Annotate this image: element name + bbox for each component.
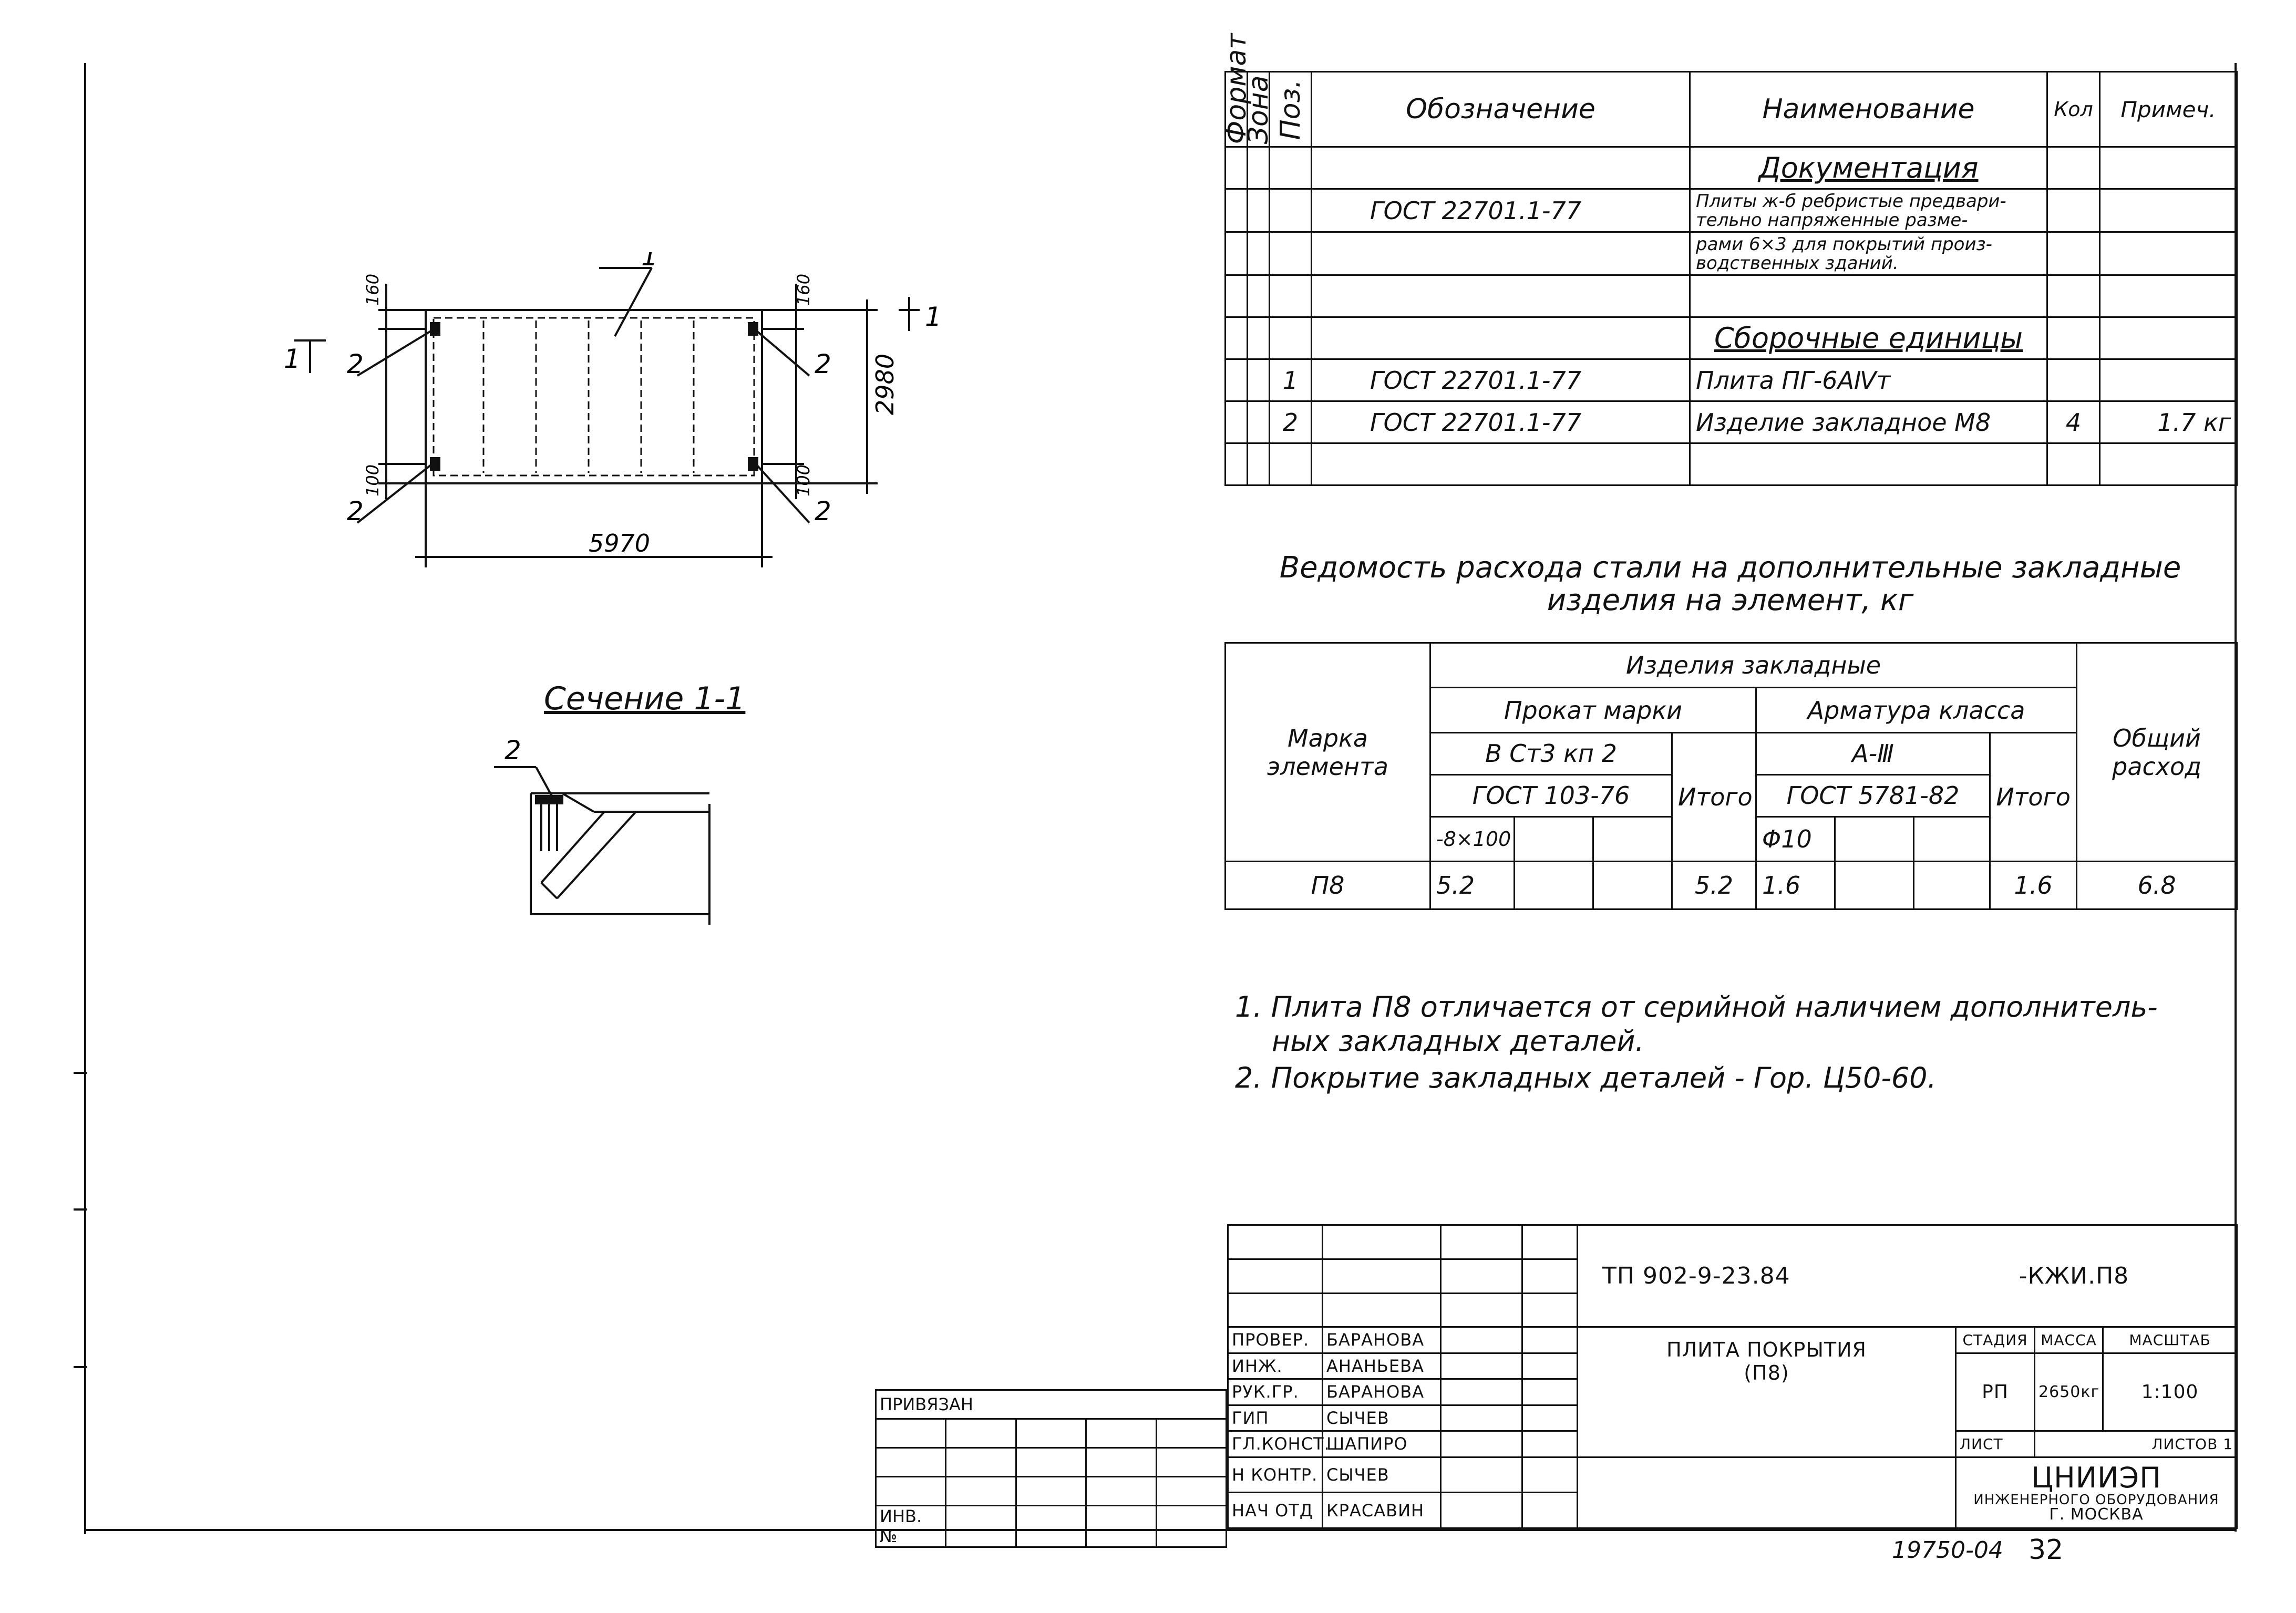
svg-text:100: 100 (794, 464, 814, 497)
col-pos: Поз. (1269, 71, 1312, 147)
specification-table: Формат Зона Поз. Обозначение Наименовани… (1221, 33, 2238, 487)
col-qty: Кол (2046, 70, 2101, 148)
col-mark: Марка элемента (1224, 642, 1431, 863)
table-row: 2 ГОСТ 22701.1-77 Изделие закладное М8 4… (1224, 400, 2238, 444)
svg-text:2: 2 (347, 496, 364, 526)
note-2: 2. Покрытие закладных деталей - Гор. Ц50… (1235, 1061, 1937, 1094)
edge-tick (74, 1208, 87, 1211)
svg-text:2: 2 (504, 735, 521, 766)
steel-title: Ведомость расхода стали на дополнительны… (1279, 551, 2181, 617)
svg-text:2: 2 (347, 349, 364, 379)
section-drawing: 2 (494, 735, 711, 925)
table-row: 1 ГОСТ 22701.1-77 Плита ПГ-6АⅣт (1224, 358, 2238, 402)
plan-drawing: 5970 2980 160 100 160 100 2 2 2 2 1 1 1 (284, 252, 942, 567)
svg-text:160: 160 (794, 274, 814, 306)
col-name: Наименование (1689, 70, 2048, 148)
svg-text:2980: 2980 (871, 354, 899, 415)
section-docs: Документация (1689, 146, 2048, 190)
section-title: Сечение 1-1 (544, 680, 746, 717)
table-row (1224, 274, 2238, 318)
table-row: Сборочные единицы (1224, 316, 2238, 360)
edge-tick (74, 1366, 87, 1368)
svg-text:100: 100 (363, 464, 383, 497)
note-1-cont: ных закладных деталей. (1272, 1025, 1644, 1058)
table-row: ГОСТ 22701.1-77 Плиты ж-б ребристые пред… (1224, 188, 2238, 233)
note-1: 1. Плита П8 отличается от серийной налич… (1235, 990, 2158, 1023)
edge-tick (74, 1072, 87, 1074)
col-products: Изделия закладные (1429, 642, 2078, 689)
section-units: Сборочные единицы (1689, 316, 2048, 360)
left-border (84, 63, 86, 1534)
svg-text:160: 160 (363, 274, 383, 306)
doc-code: ТП 902-9-23.84 -КЖИ.П8 (1576, 1224, 2238, 1328)
svg-text:1: 1 (284, 344, 301, 374)
svg-text:1: 1 (641, 252, 658, 272)
title-block: ТП 902-9-23.84 -КЖИ.П8 ПРОВЕР. БАРАНОВА … (1227, 1224, 2238, 1529)
org-block: ЦНИИЭП ИНЖЕНЕРНОГО ОБОРУДОВАНИЯ Г. МОСКВ… (1954, 1456, 2238, 1529)
col-note: Примеч. (2099, 70, 2238, 148)
col-total: Общий расход (2076, 642, 2238, 863)
table-row (1224, 442, 2238, 487)
spec-header-row: Формат Зона Поз. Обозначение Наименовани… (1221, 33, 2238, 148)
table-row: Документация (1224, 146, 2238, 190)
table-row: П8 5.2 5.2 1.6 1.6 6.8 (1224, 861, 2238, 910)
svg-text:1: 1 (925, 302, 942, 332)
col-designation: Обозначение (1311, 70, 1691, 148)
steel-table: Марка элемента Изделия закладные Общий р… (1224, 642, 2238, 910)
doc-name: Плиты ж-б ребристые предвари-тельно напр… (1689, 188, 2048, 233)
doc-title: ПЛИТА ПОКРЫТИЯ (П8) (1577, 1326, 1957, 1458)
svg-text:2: 2 (815, 349, 831, 379)
binding-block: ПРИВЯЗАН ИНВ. № (874, 1361, 1228, 1548)
svg-text:5970: 5970 (589, 529, 650, 557)
bottom-code: 19750-04 (1892, 1537, 2003, 1564)
doc-ref: ГОСТ 22701.1-77 (1311, 188, 1691, 233)
bottom-sheet: 32 (2029, 1534, 2064, 1566)
table-row: рами 6×3 для покрытий произ-водственных … (1224, 231, 2238, 276)
doc-name-cont: рами 6×3 для покрытий произ-водственных … (1689, 231, 2048, 276)
col-zone: Зона (1243, 71, 1274, 147)
svg-text:2: 2 (815, 496, 831, 526)
